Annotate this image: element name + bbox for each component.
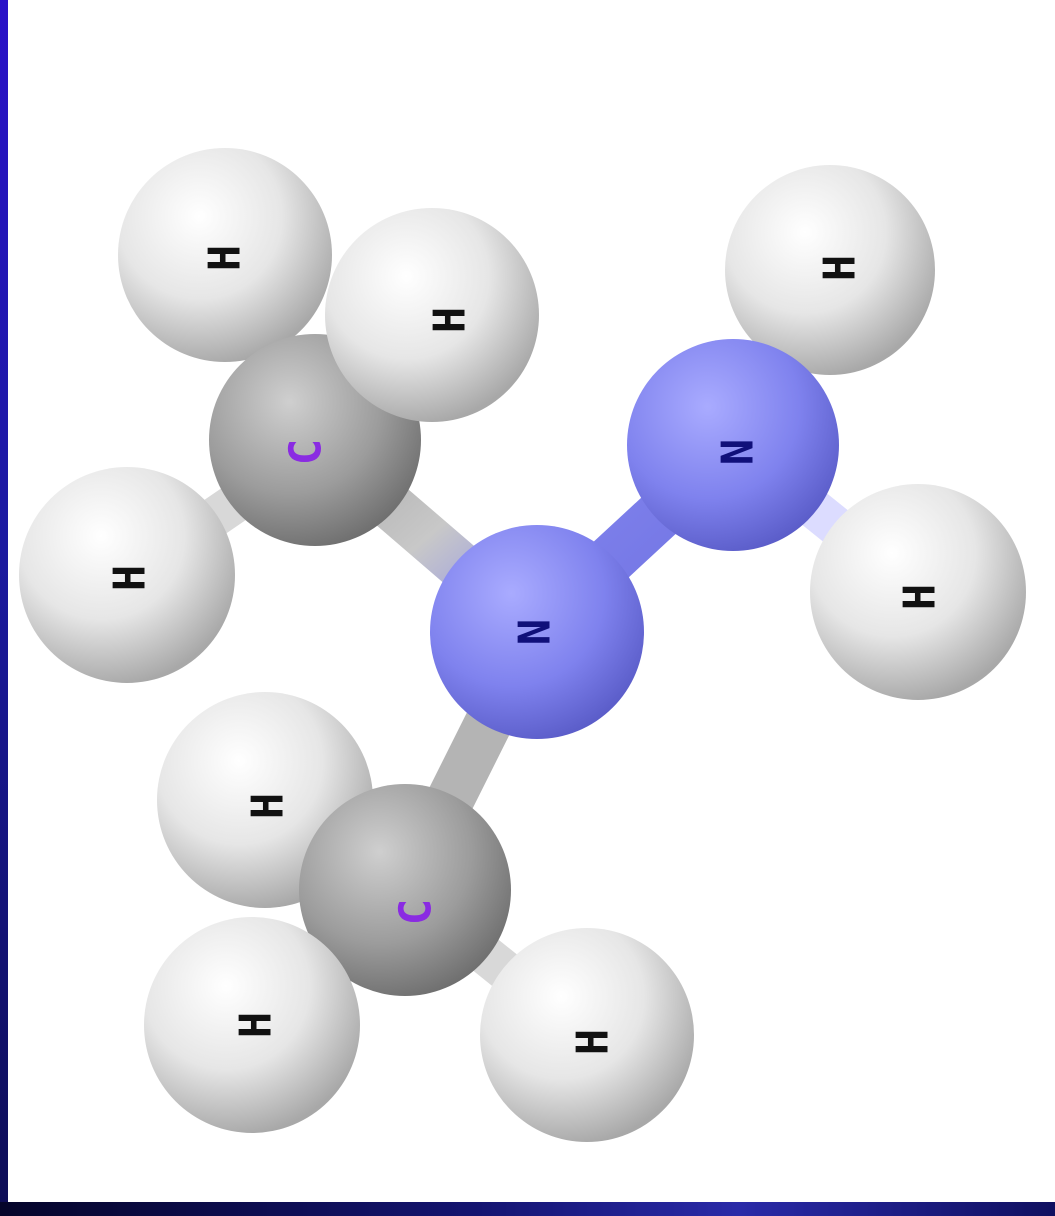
atom-n1-label: N [510, 619, 561, 646]
atom-h3-label: H [105, 565, 156, 592]
atom-h7-label: H [231, 1012, 282, 1039]
atom-h1: H [118, 148, 332, 362]
atom-n2: N [627, 339, 839, 551]
atom-n1: N [430, 525, 644, 739]
bottom-frame-bar [0, 1202, 1055, 1216]
atom-h8-label: H [568, 1029, 619, 1056]
atom-h4-label: H [243, 793, 294, 820]
atom-h2: H [325, 208, 539, 422]
atom-h5: H [725, 165, 935, 375]
atom-c2-label: C [391, 899, 442, 926]
atom-c1-label: C [281, 439, 332, 466]
atom-h3: H [19, 467, 235, 683]
atom-h6: H [810, 484, 1026, 700]
atom-h5-label: H [815, 255, 866, 282]
atom-h6-label: H [895, 584, 946, 611]
atom-h8: H [480, 928, 694, 1142]
atom-h7: H [144, 917, 360, 1133]
atom-n2-label: N [713, 439, 764, 466]
atom-h2-label: H [425, 307, 476, 334]
atom-c2: C [299, 784, 511, 996]
atom-h1-label: H [200, 245, 251, 272]
